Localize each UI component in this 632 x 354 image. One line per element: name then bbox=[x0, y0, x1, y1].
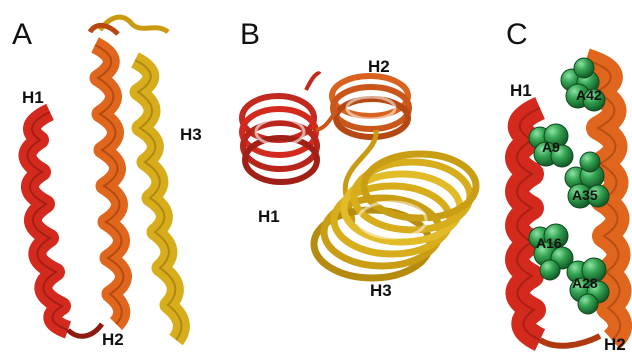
panel-c-letter: C bbox=[506, 18, 528, 51]
panel-b-helix-h1 bbox=[242, 73, 320, 182]
panel-c-label-h1: H1 bbox=[510, 81, 532, 100]
panel-a-label-h2: H2 bbox=[102, 330, 124, 349]
panel-a-helix-h1 bbox=[27, 112, 102, 336]
panel-b-letter: B bbox=[240, 18, 260, 51]
panel-c-label-a35: A35 bbox=[572, 187, 598, 203]
panel-a-label-h1: H1 bbox=[22, 88, 44, 107]
panel-a-letter: A bbox=[12, 18, 32, 51]
panel-c-label-a28: A28 bbox=[572, 275, 598, 291]
panel-c: C H1 H2 A42 A9 A35 A16 A28 bbox=[506, 18, 626, 354]
panel-b-label-h1: H1 bbox=[258, 207, 280, 226]
panel-c-label-a16: A16 bbox=[536, 235, 562, 251]
panel-c-label-a9: A9 bbox=[542, 139, 560, 155]
panel-b-label-h3: H3 bbox=[370, 281, 392, 300]
panel-a-helix-h2 bbox=[90, 25, 124, 324]
panel-b-helix-h3 bbox=[314, 154, 476, 278]
panel-b-helix-h2 bbox=[316, 76, 409, 137]
panel-b: B H1 H2 H3 bbox=[240, 18, 476, 300]
panel-b-label-h2: H2 bbox=[368, 57, 390, 76]
panel-a-helix-h3-ribbon bbox=[135, 60, 181, 340]
panel-c-label-a42: A42 bbox=[576, 87, 602, 103]
panel-c-label-h2: H2 bbox=[604, 335, 626, 354]
panel-a: A H1 H2 H3 bbox=[12, 17, 202, 349]
panel-a-label-h3: H3 bbox=[180, 125, 202, 144]
